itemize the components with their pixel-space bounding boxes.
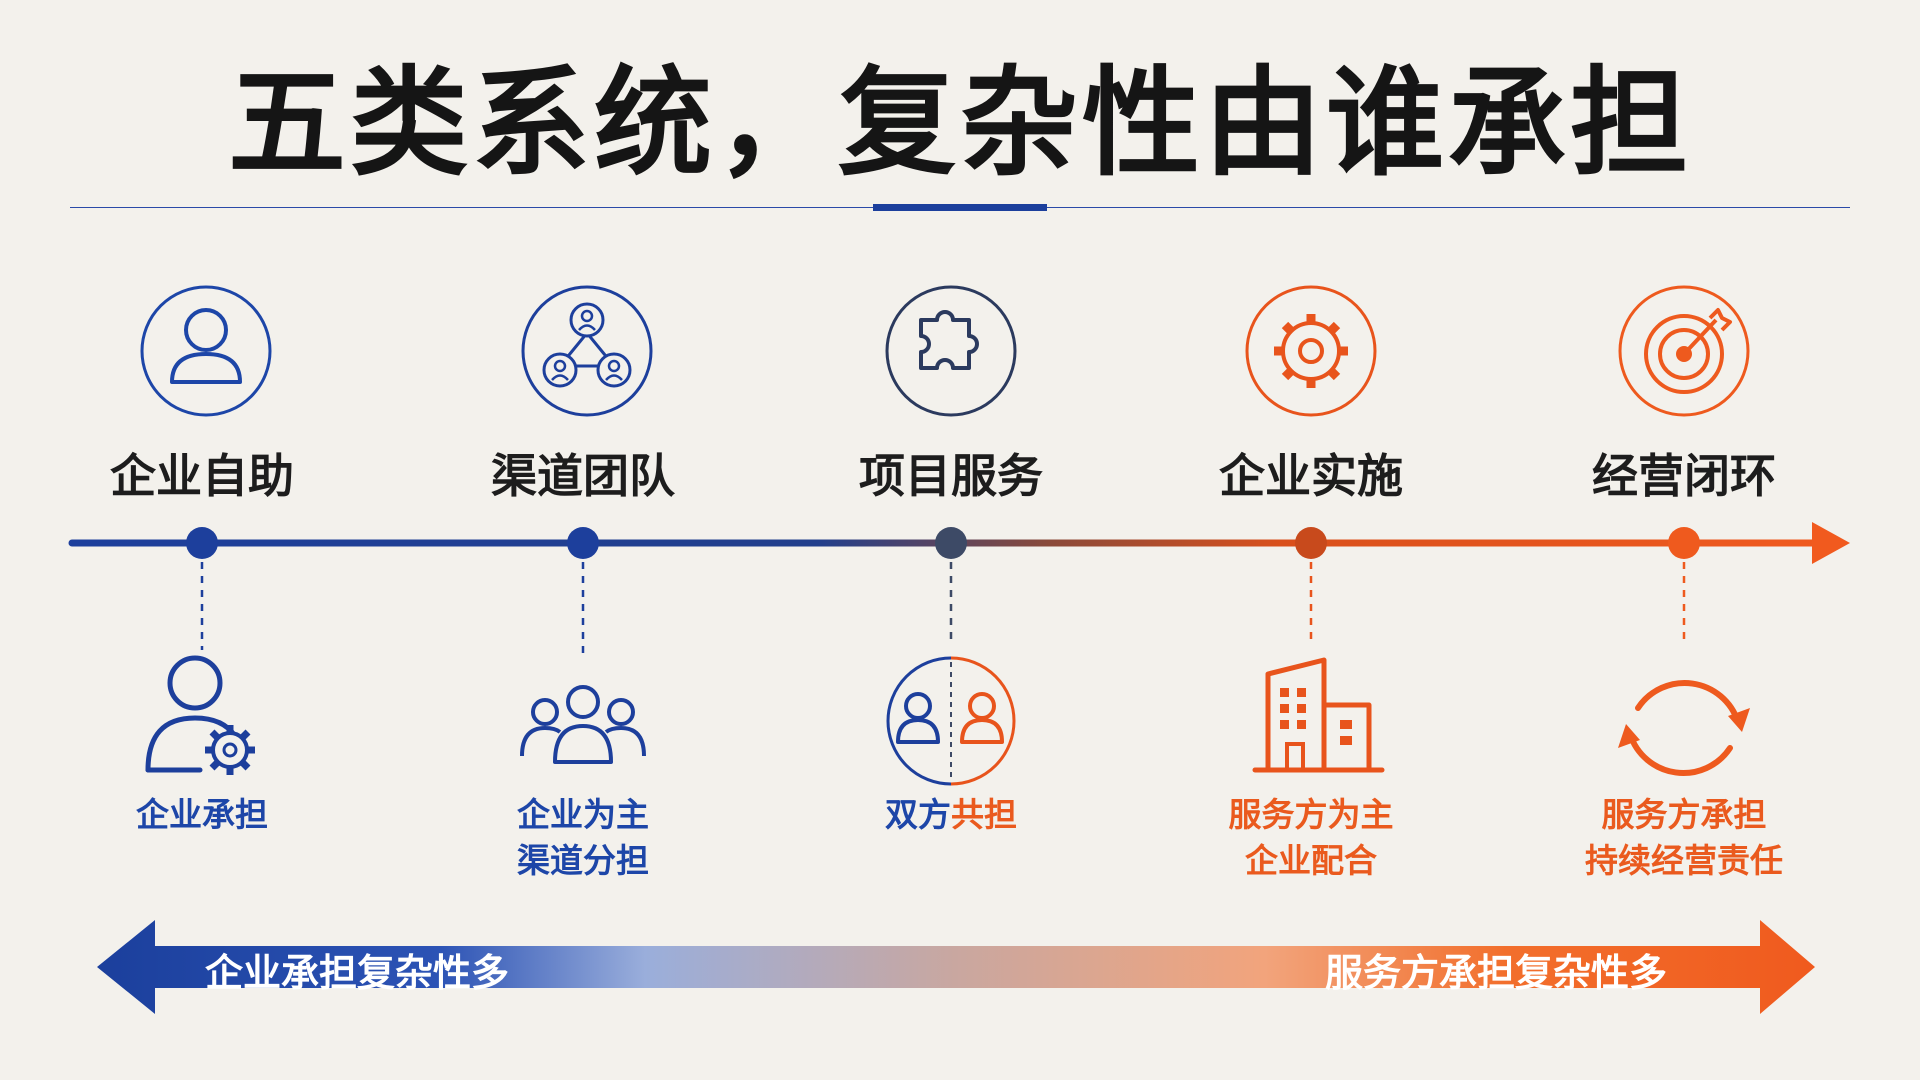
- stage-label-1: 企业自助: [110, 449, 294, 503]
- bar-label-left: 企业承担复杂性多: [205, 951, 510, 995]
- title-divider-accent: [873, 204, 1047, 211]
- stage-desc-line: 企业承担: [136, 795, 268, 834]
- stage-desc-line: 服务方承担: [1601, 795, 1767, 834]
- timeline-node: [567, 527, 599, 559]
- stage-desc-part-orange: 共担: [951, 795, 1017, 834]
- stage-desc-4: 服务方为主 企业配合: [1151, 792, 1471, 884]
- stage-desc-1: 企业承担: [42, 792, 362, 838]
- stage-desc-line: 服务方为主: [1228, 795, 1394, 834]
- bar-label-right: 服务方承担复杂性多: [1325, 951, 1668, 995]
- stage-desc-5: 服务方承担 持续经营责任: [1524, 792, 1844, 884]
- stage-desc-line: 企业为主: [517, 795, 649, 834]
- stage-desc-line: 持续经营责任: [1585, 841, 1783, 880]
- two-users-icon: [886, 656, 1016, 786]
- timeline-arrowhead: [1812, 522, 1850, 564]
- group-icon: [520, 685, 646, 764]
- stage-desc-line: 企业配合: [1245, 841, 1377, 880]
- target-icon: [1618, 285, 1750, 417]
- puzzle-icon: [885, 285, 1017, 417]
- stage-desc-line: 渠道分担: [517, 841, 649, 880]
- building-icon: [1252, 657, 1385, 773]
- stage-label-3: 项目服务: [859, 449, 1043, 503]
- user-icon: [140, 285, 272, 417]
- timeline-node: [935, 527, 967, 559]
- stage-desc-2: 企业为主 渠道分担: [423, 792, 743, 884]
- user-gear-icon: [145, 655, 255, 775]
- cycle-icon: [1618, 680, 1750, 776]
- complexity-bar: [97, 920, 1815, 1014]
- page-title: 五类系统，复杂性由谁承担: [227, 53, 1692, 192]
- stage-label-4: 企业实施: [1219, 449, 1403, 503]
- timeline-node: [1295, 527, 1327, 559]
- gear-icon: [1245, 285, 1377, 417]
- timeline-node: [186, 527, 218, 559]
- stage-label-2: 渠道团队: [491, 449, 675, 503]
- stage-desc-3: 双方共担: [791, 792, 1111, 838]
- stage-desc-part-blue: 双方: [885, 795, 951, 834]
- stage-label-5: 经营闭环: [1592, 449, 1776, 503]
- timeline-node: [1668, 527, 1700, 559]
- team-network-icon: [521, 285, 653, 417]
